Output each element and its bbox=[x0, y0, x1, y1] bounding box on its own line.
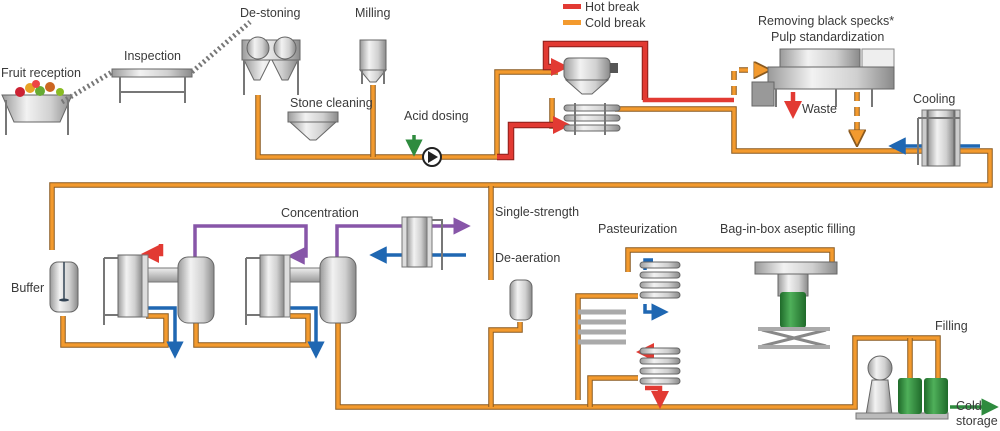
vapour-pipe-1 bbox=[193, 224, 308, 265]
decanter-centrifuge bbox=[751, 48, 895, 107]
hot-water-out-pipe bbox=[645, 385, 669, 409]
label-fruit-reception: Fruit reception bbox=[1, 66, 81, 80]
product-pipe-outline bbox=[60, 313, 169, 348]
legend-label-cold-break: Cold break bbox=[585, 16, 646, 30]
product-pipe bbox=[50, 107, 992, 250]
product-pipe bbox=[588, 376, 638, 407]
label-pulp-standardization: Pulp standardization bbox=[771, 30, 884, 44]
product-pipe-outline bbox=[488, 322, 523, 407]
label-concentration: Concentration bbox=[281, 206, 359, 220]
product-pipe-outline bbox=[193, 313, 311, 348]
cooling-plate-heat-exchanger bbox=[917, 109, 961, 167]
steam-inlet-pipe bbox=[141, 244, 164, 263]
stone-cleaning-unit bbox=[287, 111, 339, 141]
product-pipe bbox=[61, 314, 168, 347]
product-pipe bbox=[576, 294, 638, 400]
label-cold-storage-1: Cold bbox=[956, 399, 982, 413]
evaporator-1 bbox=[103, 254, 215, 325]
legend: Hot break Cold break bbox=[563, 0, 646, 30]
product-pipe-outline bbox=[335, 322, 941, 410]
label-removing-black-specks: Removing black specks* bbox=[758, 14, 894, 28]
pump bbox=[422, 147, 442, 167]
legend-label-hot-break: Hot break bbox=[585, 0, 640, 14]
de-aeration-vessel bbox=[509, 279, 533, 321]
fruit-reception-hopper bbox=[1, 80, 73, 135]
condensate-out-1 bbox=[146, 306, 184, 359]
labels: Fruit reception Inspection De-stoning Mi… bbox=[1, 6, 998, 428]
drum-filling-station bbox=[855, 355, 949, 420]
pasteurization-heat-exchangers bbox=[578, 261, 681, 385]
label-cold-storage-2: storage bbox=[956, 414, 998, 428]
hot-break-tank bbox=[563, 57, 618, 95]
product-pipe bbox=[626, 248, 834, 272]
condensate-out-2 bbox=[288, 306, 325, 359]
label-de-stoning: De-stoning bbox=[240, 6, 300, 20]
evaporator-2 bbox=[245, 254, 357, 325]
tubular-heat-exchanger-hot-break bbox=[563, 103, 621, 135]
label-bag-in-box: Bag-in-box aseptic filling bbox=[720, 222, 856, 236]
inspection-conveyor bbox=[60, 20, 252, 105]
product-pipe bbox=[336, 322, 940, 409]
label-cooling: Cooling bbox=[913, 92, 955, 106]
product-pipe-outline bbox=[587, 375, 638, 407]
dashed-bypass-pipe bbox=[732, 70, 762, 95]
buffer-tank bbox=[49, 261, 79, 313]
label-acid-dosing: Acid dosing bbox=[404, 109, 469, 123]
label-waste: Waste bbox=[802, 102, 837, 116]
label-filling: Filling bbox=[935, 319, 968, 333]
legend-swatch-cold-break bbox=[563, 20, 581, 25]
label-stone-cleaning: Stone cleaning bbox=[290, 96, 373, 110]
label-de-aeration: De-aeration bbox=[495, 251, 560, 265]
milling-unit bbox=[358, 39, 388, 84]
cooling-out-pasteurizer bbox=[643, 303, 669, 321]
de-stoning-machine bbox=[241, 36, 301, 95]
product-pipe bbox=[194, 314, 310, 347]
product-pipe bbox=[489, 322, 522, 407]
label-pasteurization: Pasteurization bbox=[598, 222, 677, 236]
bag-in-box-filler bbox=[754, 261, 838, 349]
label-inspection: Inspection bbox=[124, 49, 181, 63]
hot-break-inlet-pipe bbox=[497, 116, 571, 160]
vapour-pipe-2 bbox=[335, 217, 471, 258]
label-buffer: Buffer bbox=[11, 281, 44, 295]
hot-break-recirculation-pipe bbox=[543, 41, 734, 103]
label-milling: Milling bbox=[355, 6, 390, 20]
legend-swatch-hot-break bbox=[563, 4, 581, 9]
label-single-strength: Single-strength bbox=[495, 205, 579, 219]
condenser-plate-heat-exchanger bbox=[401, 216, 443, 270]
